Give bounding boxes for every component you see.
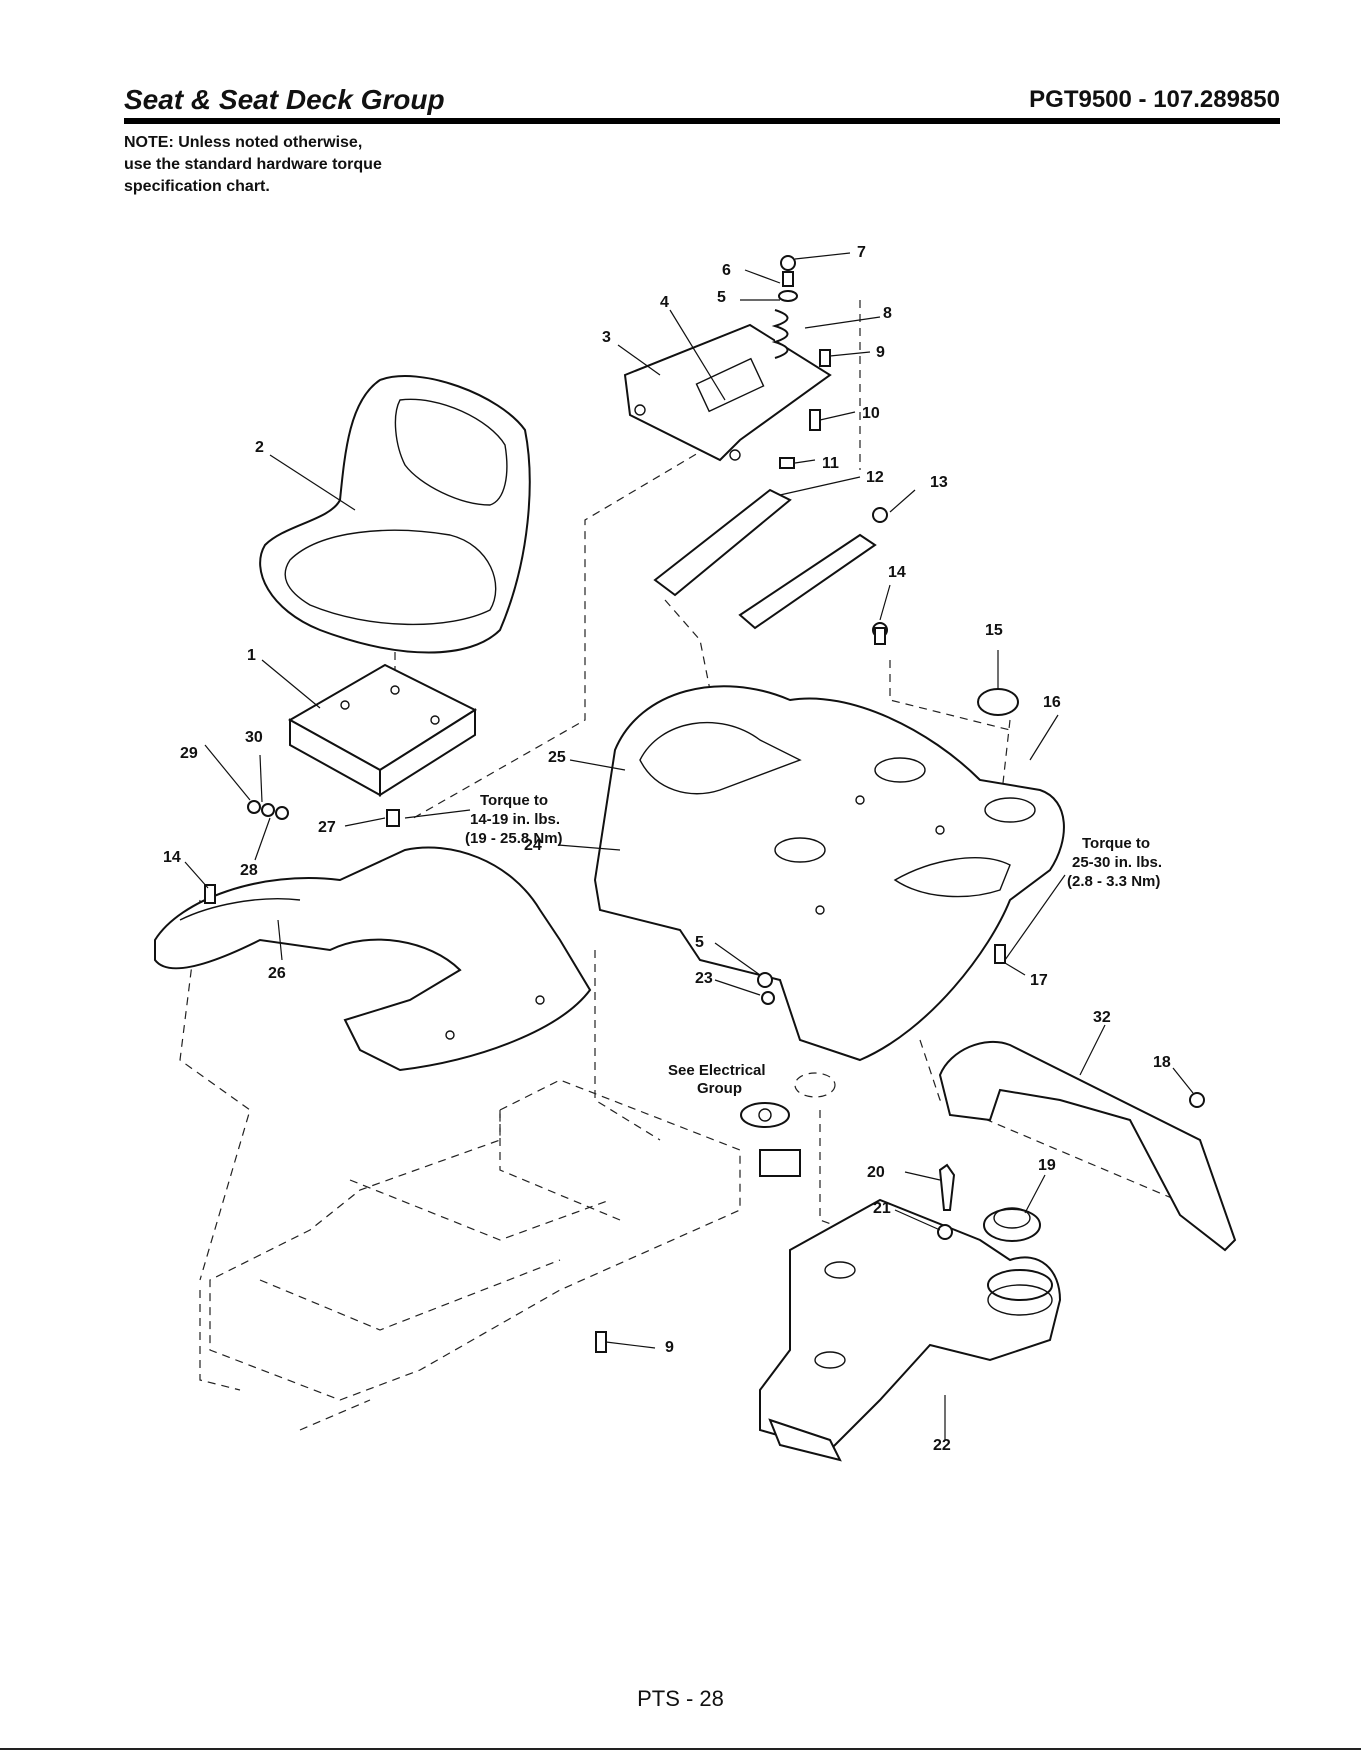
svg-text:Group: Group [697, 1080, 742, 1097]
torque-note: NOTE: Unless noted otherwise, use the st… [124, 132, 544, 198]
callout-27: 27 [318, 819, 336, 836]
callout-1: 1 [247, 647, 256, 664]
callout-28: 28 [240, 862, 258, 879]
callout-7: 7 [857, 244, 866, 261]
rear-bracket-part [938, 1040, 1237, 1252]
callout-8: 8 [883, 305, 892, 322]
note-line-2: use the standard hardware torque [124, 156, 382, 173]
callout-2: 2 [255, 439, 264, 456]
note-line-3: specification chart. [124, 178, 270, 195]
callout-5-top: 5 [717, 289, 726, 306]
callout-16: 16 [1043, 694, 1061, 711]
svg-text:14-19 in. lbs.: 14-19 in. lbs. [470, 811, 560, 828]
svg-text:(19 - 25.8 Nm): (19 - 25.8 Nm) [465, 830, 563, 847]
fender-panel-part [154, 846, 592, 1072]
seat-bracket-part [287, 663, 478, 797]
svg-text:Torque to: Torque to [1082, 835, 1150, 852]
callout-20: 20 [867, 1164, 885, 1181]
page-header: Seat & Seat Deck Group PGT9500 - 107.289… [124, 84, 1280, 124]
leader-lines [184, 252, 1194, 1440]
fuel-tank-part [759, 1198, 1062, 1462]
callout-26: 26 [268, 965, 286, 982]
callout-13: 13 [930, 474, 948, 491]
electrical-switch-parts [740, 1072, 836, 1177]
seat-part [259, 375, 531, 654]
callout-12: 12 [866, 469, 884, 486]
svg-text:25-30 in. lbs.: 25-30 in. lbs. [1072, 854, 1162, 871]
callout-11: 11 [822, 455, 839, 472]
callout-6: 6 [722, 262, 731, 279]
electrical-group-annotation: See Electrical Group [668, 1062, 766, 1097]
callout-4: 4 [660, 294, 669, 311]
callout-14-right: 14 [888, 564, 906, 581]
chassis-frame-part [199, 1079, 741, 1431]
fuel-cap-sender-parts [937, 1163, 1041, 1242]
callout-19: 19 [1038, 1157, 1056, 1174]
callout-10: 10 [862, 405, 880, 422]
ring-part [977, 688, 1019, 716]
callout-14-left: 14 [163, 849, 181, 866]
callout-18: 18 [1153, 1054, 1171, 1071]
svg-text:(2.8 - 3.3 Nm): (2.8 - 3.3 Nm) [1067, 873, 1160, 890]
callout-32: 32 [1093, 1009, 1111, 1026]
callout-3: 3 [602, 329, 611, 346]
callout-30: 30 [245, 729, 263, 746]
callout-23: 23 [695, 970, 713, 987]
model-number: PGT9500 - 107.289850 [1029, 86, 1280, 113]
seat-pan-part [623, 323, 832, 462]
callout-25: 25 [548, 749, 566, 766]
callout-9-top: 9 [876, 344, 885, 361]
seat-deck-fender-part [593, 685, 1065, 1062]
spring-hardware-group [771, 255, 831, 469]
callout-29: 29 [180, 745, 198, 762]
footer-rule [0, 1748, 1361, 1750]
torque-annotation-b: Torque to 25-30 in. lbs. (2.8 - 3.3 Nm) [1067, 835, 1162, 890]
callout-22: 22 [933, 1437, 951, 1454]
callout-24: 24 [524, 837, 542, 854]
callout-21: 21 [873, 1200, 891, 1217]
part-callouts: 2 1 30 29 28 27 14 26 25 24 3 4 5 6 7 8 … [163, 244, 1171, 1454]
small-hardware-parts [204, 627, 1006, 1353]
page-number: PTS - 28 [637, 1686, 724, 1711]
slide-rails-part [653, 488, 888, 638]
note-line-1: NOTE: Unless noted otherwise, [124, 134, 363, 151]
callout-17: 17 [1030, 972, 1048, 989]
callout-15: 15 [985, 622, 1003, 639]
callout-5-bottom: 5 [695, 934, 704, 951]
page-title: Seat & Seat Deck Group [124, 84, 445, 115]
svg-text:See Electrical: See Electrical [668, 1062, 766, 1079]
callout-9-bottom: 9 [665, 1339, 674, 1356]
torque-annotation-a: Torque to 14-19 in. lbs. (19 - 25.8 Nm) [465, 792, 563, 847]
header-rule [124, 118, 1280, 124]
svg-text:Torque to: Torque to [480, 792, 548, 809]
